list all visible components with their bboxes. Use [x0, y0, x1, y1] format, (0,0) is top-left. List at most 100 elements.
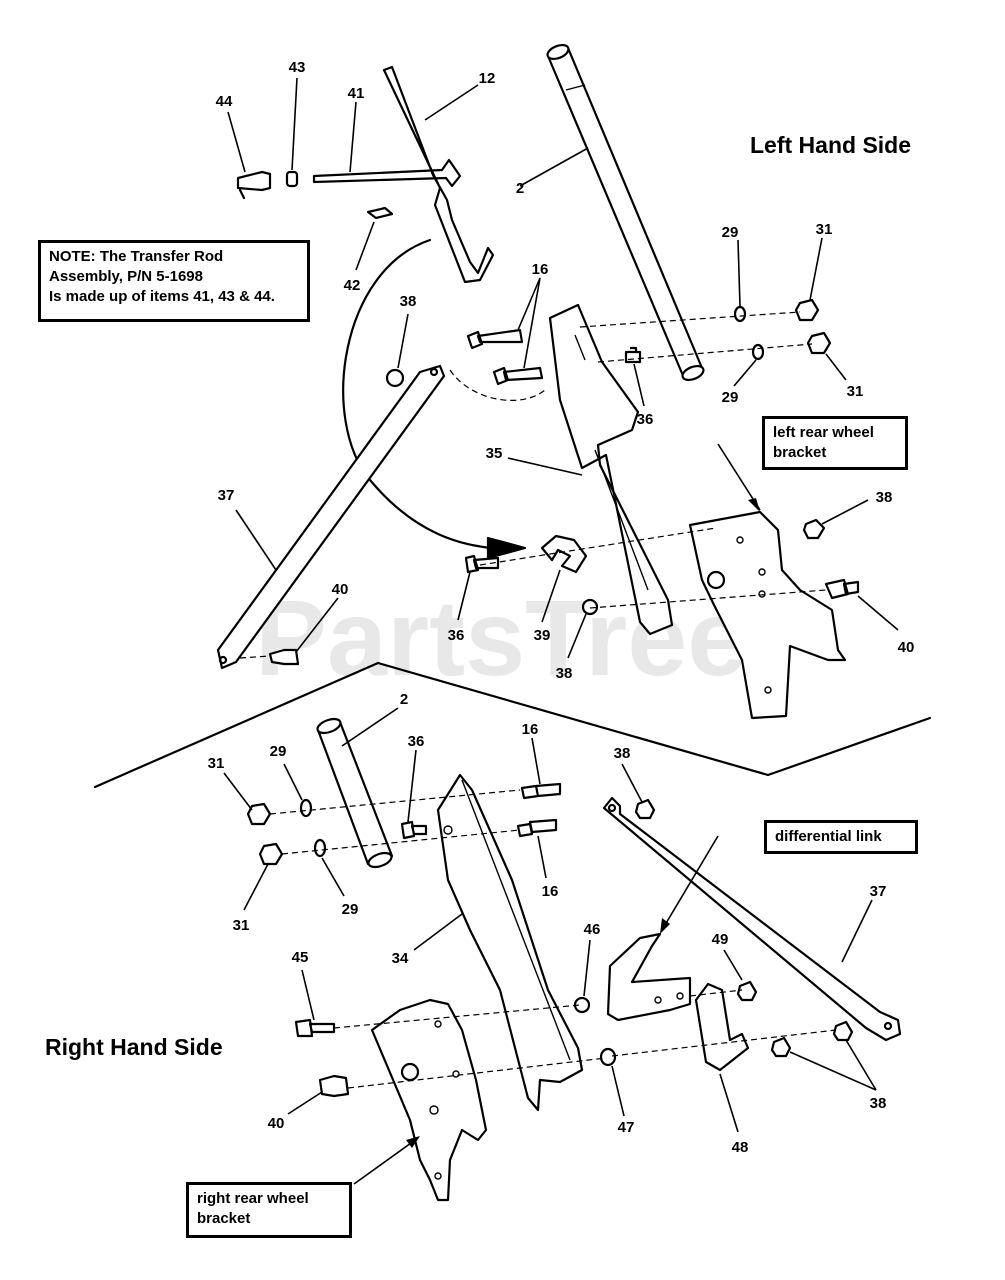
washer-47: [599, 1047, 617, 1067]
right-hand-side-heading: Right Hand Side: [45, 1034, 223, 1060]
note-line-2: Assembly, P/N 5-1698: [49, 268, 203, 285]
part-number: 16: [532, 261, 549, 278]
left-rear-wheel-bracket: [688, 510, 847, 720]
note-line-3: Is made up of items 41, 43 & 44.: [49, 288, 275, 305]
part-number: 41: [348, 85, 365, 102]
nut-49: [736, 980, 758, 1002]
differential-link-callout: differential link: [764, 820, 918, 854]
bracket-35: [548, 303, 674, 636]
right-rear-wheel-bracket: [370, 998, 488, 1202]
part-number: 35: [486, 445, 503, 462]
part-number: 48: [732, 1139, 749, 1156]
right-rear-wheel-bracket-callout: right rear wheel bracket: [186, 1182, 352, 1238]
bolt-36-top-b: [464, 554, 500, 574]
rod-12: [382, 65, 495, 284]
part-number: 31: [847, 383, 864, 400]
part-number: 39: [534, 627, 551, 644]
part-number: 38: [400, 293, 417, 310]
nut-31-top-a: [794, 298, 820, 322]
callout-line-2: bracket: [197, 1210, 251, 1227]
bolt-36-bottom: [400, 820, 428, 840]
part-number: 42: [344, 277, 361, 294]
bolt-16-top-b: [492, 366, 544, 386]
part-number: 37: [218, 487, 235, 504]
note-box: NOTE: The Transfer Rod Assembly, P/N 5-1…: [38, 240, 310, 322]
left-hand-side-heading: Left Hand Side: [750, 132, 911, 158]
washer-29-top-a: [733, 305, 747, 323]
nut-38-top-b: [802, 518, 826, 540]
callout-line-1: left rear wheel: [773, 424, 874, 441]
part-number: 16: [542, 883, 559, 900]
bolt-16-top-a: [466, 328, 524, 350]
part-number: 34: [392, 950, 409, 967]
nut-38-bottom-b2: [832, 1020, 854, 1042]
part-number: 49: [712, 931, 729, 948]
part-number: 31: [816, 221, 833, 238]
part-number: 36: [448, 627, 465, 644]
part-number: 29: [722, 389, 739, 406]
note-line-1: NOTE: The Transfer Rod: [49, 248, 224, 265]
bracket-34: [436, 773, 584, 1112]
part-number: 40: [898, 639, 915, 656]
watermark: PartsTree: [255, 577, 747, 698]
transfer-rod-41: [312, 158, 462, 188]
nut-31-bottom-a: [246, 802, 272, 826]
section-divider: [93, 661, 932, 789]
part-number: 2: [516, 180, 524, 197]
part-number: 29: [342, 901, 359, 918]
part-number: 38: [614, 745, 631, 762]
washer-29-top-b: [751, 343, 765, 361]
part-number: 36: [637, 411, 654, 428]
nut-43: [285, 170, 299, 188]
nut-38-top-c: [581, 598, 599, 616]
part-number: 31: [208, 755, 225, 772]
part-number: 38: [876, 489, 893, 506]
part-number: 37: [870, 883, 887, 900]
part-number: 29: [722, 224, 739, 241]
bolt-45: [294, 1018, 336, 1038]
nut-31-bottom-b: [258, 842, 284, 866]
part-number: 38: [870, 1095, 887, 1112]
callout-line-1: differential link: [775, 828, 882, 845]
left-rear-wheel-bracket-callout: left rear wheel bracket: [762, 416, 908, 470]
bolt-36-top-a: [624, 346, 642, 364]
part-number: 31: [233, 917, 250, 934]
clip-39: [540, 534, 588, 574]
nut-31-top-b: [806, 331, 832, 355]
bolt-16-bottom-a: [520, 782, 562, 800]
washer-29-bottom-a: [299, 798, 313, 818]
part-number: 29: [270, 743, 287, 760]
nut-38-bottom-a: [634, 798, 656, 820]
arm-37-right: [602, 796, 902, 1042]
washer-29-bottom-b: [313, 838, 327, 858]
differential-link: [606, 932, 692, 1022]
tube-2-top: [546, 43, 705, 382]
bolt-40-bottom: [318, 1074, 350, 1098]
part-number: 36: [408, 733, 425, 750]
nut-38-top-a: [385, 368, 405, 388]
part-number-labels: 44 43 41 12 2 42 16 38 29 31 29 31 36 35…: [208, 59, 915, 1156]
tube-2-bottom: [316, 717, 394, 869]
callout-line-2: bracket: [773, 444, 827, 461]
part-number: 44: [216, 93, 233, 110]
part-number: 43: [289, 59, 306, 76]
nut-38-bottom-b1: [770, 1036, 792, 1058]
part-number: 47: [618, 1119, 635, 1136]
bolt-16-bottom-b: [516, 818, 558, 838]
part-number: 40: [332, 581, 349, 598]
part-number: 38: [556, 665, 573, 682]
callout-line-1: right rear wheel: [197, 1190, 309, 1207]
part-number: 12: [479, 70, 496, 87]
arm-37-left: [216, 364, 446, 670]
clip-42: [366, 206, 394, 220]
bolt-40-top-a: [268, 648, 300, 666]
part-number: 46: [584, 921, 601, 938]
bracket-48: [694, 982, 750, 1072]
swivel-44: [236, 170, 272, 192]
leader-lines: [223, 77, 899, 1185]
part-number: 40: [268, 1115, 285, 1132]
bolt-40-top-b: [824, 578, 860, 600]
part-number: 2: [400, 691, 408, 708]
part-number: 16: [522, 721, 539, 738]
